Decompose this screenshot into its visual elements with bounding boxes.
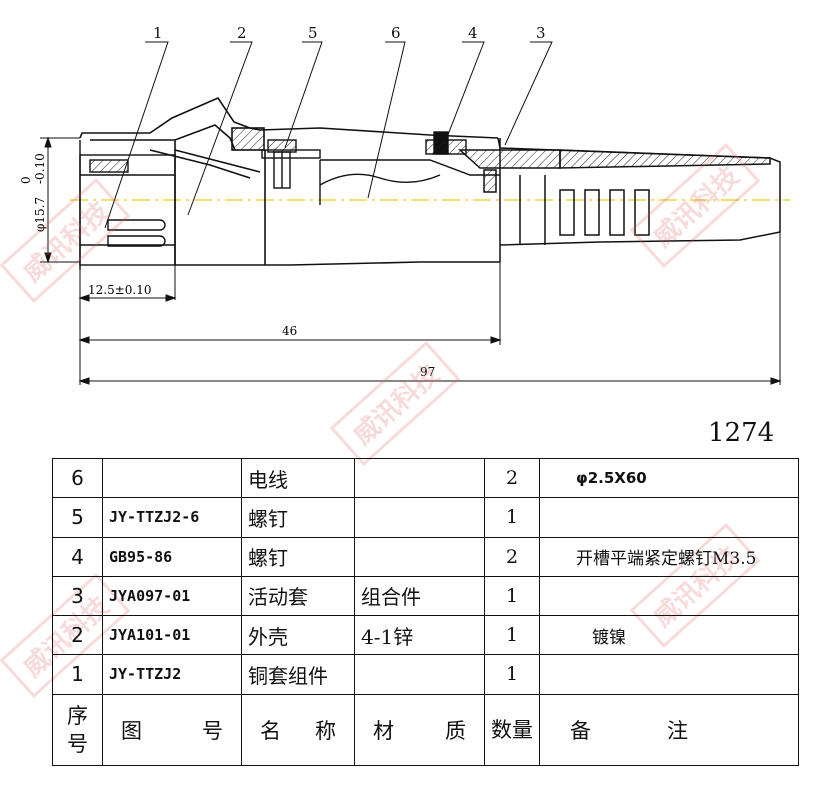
row-qty: 1: [484, 654, 540, 695]
row-code: JY-TTZJ2: [102, 654, 242, 695]
row-no: 2: [52, 614, 103, 656]
movable-sleeve: [458, 137, 781, 262]
row-no: 5: [52, 497, 103, 538]
row-material: 组合件: [354, 575, 485, 617]
row-material: [354, 497, 485, 538]
dim-97: 97: [420, 365, 435, 379]
row-code: [102, 457, 242, 499]
header-remark: 备 注: [539, 693, 799, 766]
header-qty: 数量: [484, 693, 540, 766]
row-qty: 1: [484, 497, 540, 538]
diameter-tol-lower: -0.10: [33, 153, 47, 184]
balloon-6: 6: [391, 24, 401, 42]
diameter-dimension: [40, 136, 80, 264]
table-row: 4 GB95-86 螺钉 2 开槽平端紧定螺钉M3.5: [52, 536, 799, 577]
row-no: 6: [52, 457, 103, 499]
row-qty: 2: [484, 536, 540, 577]
dim-12-5: 12.5±0.10: [88, 283, 152, 297]
table-header-row: 序号 图 号 名 称 材 质 数量 备 注: [52, 693, 799, 766]
row-material: [354, 654, 485, 695]
grub-screw: [425, 131, 467, 155]
table-row: 5 JY-TTZJ2-6 螺钉 1: [52, 497, 799, 538]
row-material: 4-1锌: [354, 614, 485, 656]
balloon-2: 2: [237, 24, 247, 42]
set-screw: [261, 139, 321, 189]
wire: [319, 159, 500, 205]
row-qty: 2: [484, 457, 540, 499]
row-qty: 1: [484, 614, 540, 656]
row-remark: φ2.5X60: [539, 457, 799, 499]
diameter-label: φ15.7: [33, 197, 47, 232]
row-name: 铜套组件: [241, 654, 355, 695]
row-name: 活动套: [241, 575, 355, 617]
header-code: 图 号: [102, 693, 242, 766]
balloon-leaders: [104, 41, 553, 229]
table-row: 1 JY-TTZJ2 铜套组件 1: [52, 654, 799, 695]
row-no: 1: [52, 654, 103, 695]
row-material: [354, 536, 485, 577]
row-code: GB95-86: [102, 536, 242, 577]
balloon-5: 5: [308, 24, 318, 42]
length-dimensions: [78, 232, 782, 385]
row-no: 3: [52, 575, 103, 617]
table-row: 3 JYA097-01 活动套 组合件 1: [52, 575, 799, 617]
header-material: 材 质: [354, 693, 485, 766]
row-qty: 1: [484, 575, 540, 617]
figure-number: 1274: [708, 418, 775, 448]
row-material: [354, 457, 485, 499]
copper-sleeve-assembly: [79, 140, 176, 270]
row-code: JYA097-01: [102, 575, 242, 617]
diameter-tol-upper: 0: [19, 176, 33, 184]
bill-of-materials-table: 6 电线 2 φ2.5X60 5 JY-TTZJ2-6 螺钉 1 4 GB95-…: [52, 457, 799, 766]
balloon-3: 3: [536, 24, 546, 42]
row-name: 螺钉: [241, 497, 355, 538]
row-remark: 镀镍: [539, 614, 799, 656]
balloon-4: 4: [468, 24, 478, 42]
table-row: 2 JYA101-01 外壳 4-1锌 1 镀镍: [52, 614, 799, 656]
table-row: 6 电线 2 φ2.5X60: [52, 457, 799, 499]
balloon-1: 1: [153, 24, 163, 42]
row-name: 电线: [241, 457, 355, 499]
row-remark: 开槽平端紧定螺钉M3.5: [539, 536, 799, 577]
row-name: 螺钉: [241, 536, 355, 577]
outer-shell: [79, 96, 500, 266]
row-code: JYA101-01: [102, 614, 242, 656]
row-no: 4: [52, 536, 103, 577]
row-remark: [539, 575, 799, 617]
header-name: 名 称: [241, 693, 355, 766]
header-no: 序号: [52, 693, 103, 766]
row-name: 外壳: [241, 614, 355, 656]
row-remark: [539, 497, 799, 538]
row-remark: [539, 654, 799, 695]
row-code: JY-TTZJ2-6: [102, 497, 242, 538]
dim-46: 46: [282, 324, 297, 338]
